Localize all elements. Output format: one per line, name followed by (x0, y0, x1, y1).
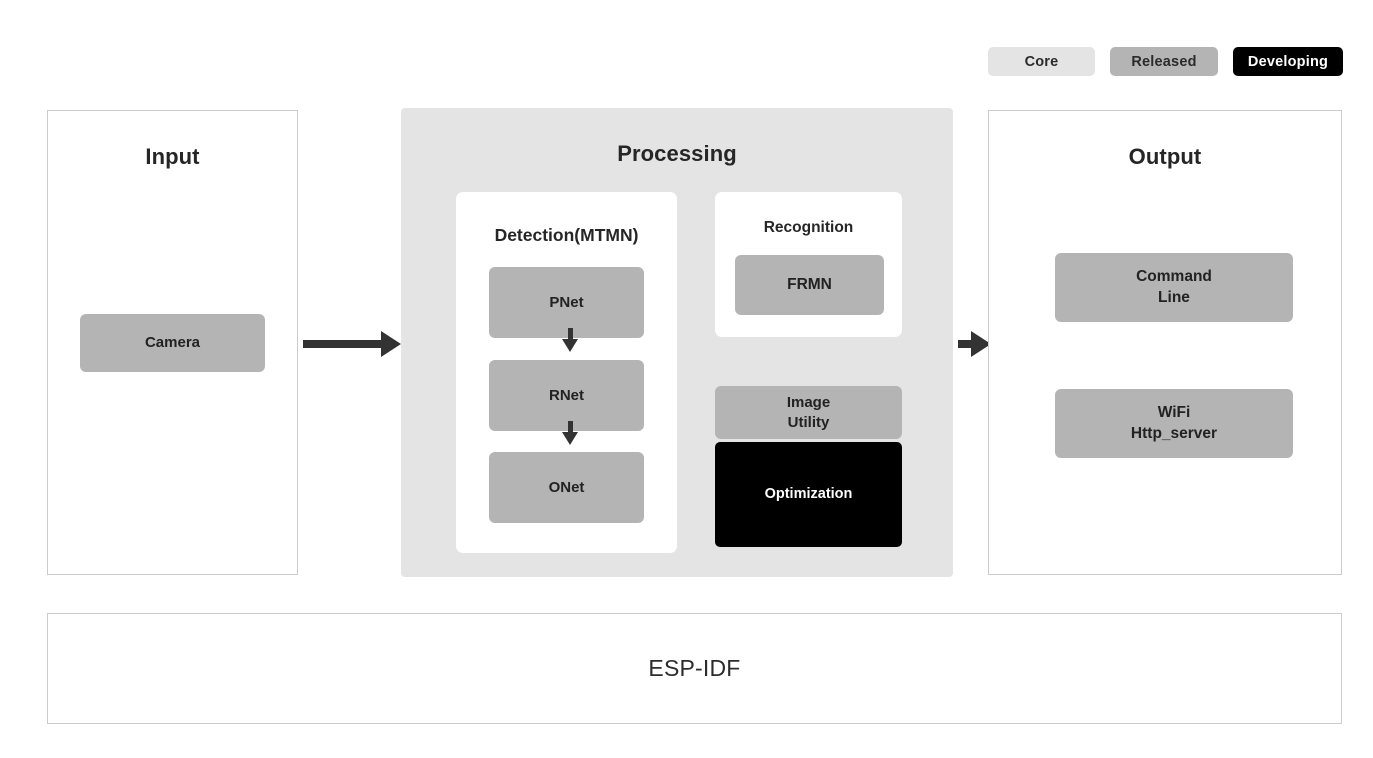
arrow-shaft (567, 328, 573, 340)
node-frmn[interactable]: FRMN (735, 255, 884, 315)
arrow-shaft (958, 340, 972, 348)
legend: Core Released Developing (988, 47, 1343, 76)
card-detection: Detection(MTMN) PNet RNet ONet (456, 192, 677, 553)
panel-input-title: Input (145, 144, 200, 169)
legend-chip-released[interactable]: Released (1110, 47, 1218, 76)
node-camera[interactable]: Camera (80, 314, 265, 372)
arrow-rnet-to-onet (562, 421, 578, 445)
arrow-head-icon (562, 339, 578, 352)
arrow-pnet-to-rnet (562, 328, 578, 352)
node-wifi-http-server[interactable]: WiFi Http_server (1055, 389, 1293, 458)
node-command-line[interactable]: Command Line (1055, 253, 1293, 322)
arrow-head-icon (971, 331, 991, 357)
arrow-processing-to-output (958, 331, 991, 357)
arrow-head-icon (381, 331, 401, 357)
card-recognition-title: Recognition (763, 219, 854, 236)
panel-output-title: Output (1128, 144, 1202, 169)
panel-processing-title: Processing (617, 141, 737, 166)
arrow-shaft (567, 421, 573, 433)
esp-idf-label: ESP-IDF (648, 655, 741, 681)
arrow-shaft (303, 340, 382, 348)
legend-chip-core[interactable]: Core (988, 47, 1095, 76)
card-recognition: Recognition FRMN (715, 192, 902, 337)
node-image-utility[interactable]: Image Utility (715, 386, 902, 439)
node-onet[interactable]: ONet (489, 452, 644, 523)
arrow-head-icon (562, 432, 578, 445)
panel-input: Input Camera (47, 110, 298, 575)
node-rnet[interactable]: RNet (489, 360, 644, 431)
panel-output: Output Command Line WiFi Http_server (988, 110, 1342, 575)
panel-esp-idf: ESP-IDF (47, 613, 1342, 724)
panel-processing: Processing Detection(MTMN) PNet RNet ONe… (401, 108, 953, 577)
node-pnet[interactable]: PNet (489, 267, 644, 338)
arrow-input-to-processing (303, 331, 401, 357)
legend-chip-developing[interactable]: Developing (1233, 47, 1343, 76)
card-detection-title: Detection(MTMN) (494, 225, 639, 245)
node-optimization[interactable]: Optimization (715, 442, 902, 547)
